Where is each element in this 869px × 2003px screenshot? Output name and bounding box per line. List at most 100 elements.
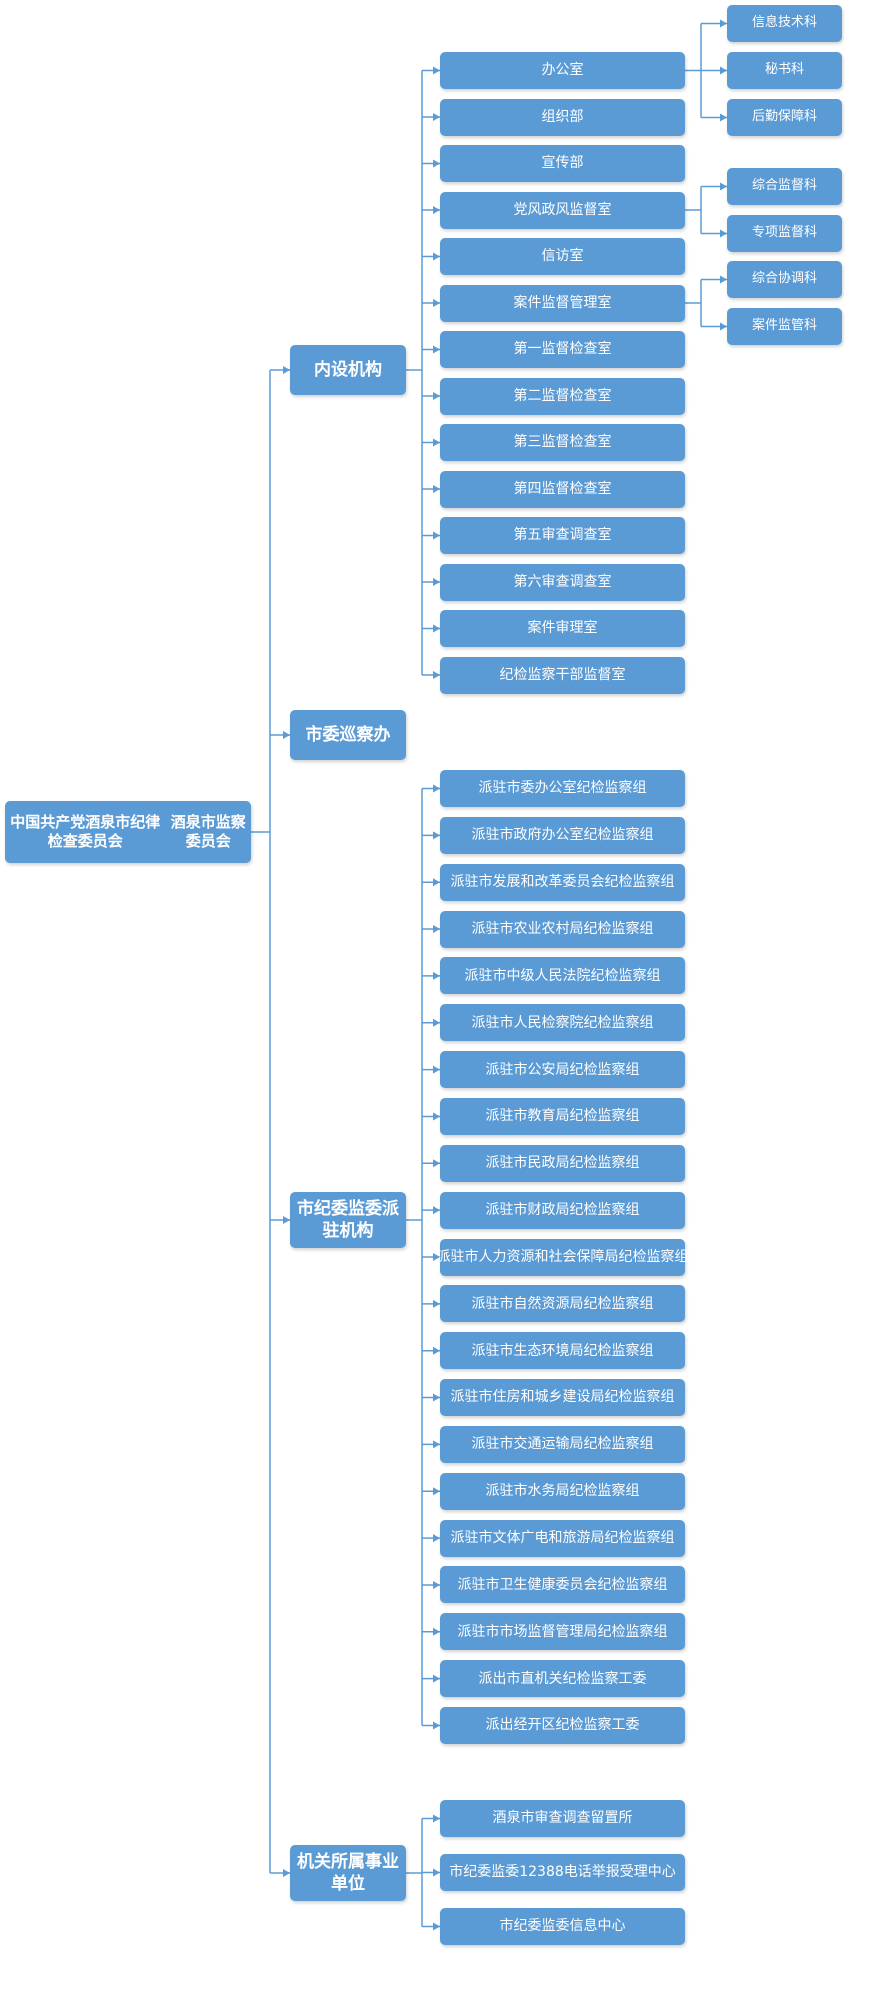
connector-arrow [433, 1627, 440, 1636]
unit-node: 派驻市公安局纪检监察组 [440, 1051, 685, 1089]
unit-node: 第三监督检查室 [440, 424, 685, 461]
unit-node: 派驻市政府办公室纪检监察组 [440, 816, 685, 854]
branch-node-3: 市纪委监委派驻机构 [290, 1192, 406, 1248]
unit-node: 派驻市文体广电和旅游局纪检监察组 [440, 1519, 685, 1557]
connector-arrow [433, 1440, 440, 1449]
connector-arrow [433, 1346, 440, 1355]
unit-node: 派出市直机关纪检监察工委 [440, 1660, 685, 1698]
unit-node: 派驻市交通运输局纪检监察组 [440, 1425, 685, 1463]
connector-arrow [433, 971, 440, 980]
unit-node: 组织部 [440, 98, 685, 136]
connector-arrow [433, 392, 440, 400]
connector-arrow [433, 113, 440, 121]
unit-node: 派驻市自然资源局纪检监察组 [440, 1285, 685, 1323]
connector-arrow [433, 578, 440, 586]
branch-node-1: 内设机构 [290, 345, 406, 395]
connector-arrow [283, 1869, 290, 1877]
unit-node: 派驻市生态环境局纪检监察组 [440, 1332, 685, 1370]
connector-arrow [720, 275, 727, 284]
section-node: 综合监督科 [727, 168, 842, 205]
unit-node: 派驻市卫生健康委员会纪检监察组 [440, 1566, 685, 1604]
unit-node: 第六审查调查室 [440, 563, 685, 601]
section-node: 综合协调科 [727, 261, 842, 298]
unit-node: 派驻市发展和改革委员会纪检监察组 [440, 863, 685, 901]
unit-node: 信访室 [440, 238, 685, 275]
connector-arrow [433, 159, 440, 168]
connector-arrow [433, 1721, 440, 1730]
root-title-line1: 中国共产党酒泉市纪律检查委员会 [10, 812, 161, 851]
unit-node: 派驻市教育局纪检监察组 [440, 1097, 685, 1135]
branch-node-4: 机关所属事业单位 [290, 1845, 406, 1901]
section-node: 案件监管科 [727, 308, 842, 345]
connector-arrow [433, 1580, 440, 1589]
connector-arrow [433, 1159, 440, 1168]
connector-arrow [433, 671, 440, 679]
connector-arrow [433, 1206, 440, 1215]
unit-node: 派驻市人民检察院纪检监察组 [440, 1004, 685, 1042]
connector-arrow [433, 1922, 440, 1931]
unit-node: 第一监督检查室 [440, 331, 685, 368]
unit-node: 党风政风监督室 [440, 191, 685, 229]
unit-node: 派驻市市场监督管理局纪检监察组 [440, 1613, 685, 1651]
connector-arrow [433, 925, 440, 934]
unit-node: 酒泉市审查调查留置所 [440, 1800, 685, 1837]
connector-arrow [433, 878, 440, 887]
connector-arrow [720, 19, 727, 28]
connector-arrow [433, 1065, 440, 1074]
connector-arrow [720, 229, 727, 238]
connector-arrow [433, 1112, 440, 1121]
unit-node: 市纪委监委12388电话举报受理中心 [440, 1854, 685, 1891]
connector-arrow [433, 1253, 440, 1261]
connector-arrow [433, 1868, 440, 1877]
section-node: 后勤保障科 [727, 99, 842, 136]
root-title-line2: 酒泉市监察委员会 [170, 812, 246, 851]
unit-node: 派驻市民政局纪检监察组 [440, 1144, 685, 1182]
connector-arrow [433, 1018, 440, 1027]
connector-arrow [433, 1674, 440, 1683]
unit-node: 第五审查调查室 [440, 517, 685, 554]
connector-arrow [433, 438, 440, 447]
unit-node: 派驻市水务局纪检监察组 [440, 1472, 685, 1510]
unit-node: 案件审理室 [440, 610, 685, 647]
unit-node: 派驻市委办公室纪检监察组 [440, 770, 685, 807]
unit-node: 派驻市住房和城乡建设局纪检监察组 [440, 1379, 685, 1417]
unit-node: 派出经开区纪检监察工委 [440, 1707, 685, 1744]
connector-arrow [433, 345, 440, 354]
unit-node: 宣传部 [440, 145, 685, 182]
connector-arrow [720, 182, 727, 191]
connector-arrow [433, 1393, 440, 1402]
section-node: 信息技术科 [727, 5, 842, 42]
unit-node: 派驻市财政局纪检监察组 [440, 1191, 685, 1229]
connector-arrow [283, 366, 290, 374]
connector-arrow [433, 252, 440, 261]
unit-node: 派驻市中级人民法院纪检监察组 [440, 957, 685, 995]
unit-node: 纪检监察干部监督室 [440, 656, 685, 694]
section-node: 秘书科 [727, 52, 842, 89]
unit-node: 案件监督管理室 [440, 284, 685, 322]
unit-node: 派驻市人力资源和社会保障局纪检监察组 [437, 1238, 689, 1276]
connector-arrow [433, 1534, 440, 1543]
unit-node: 办公室 [440, 52, 685, 89]
connector-arrow [433, 1487, 440, 1496]
unit-node: 第二监督检查室 [440, 377, 685, 415]
unit-node: 第四监督检查室 [440, 470, 685, 508]
root-node: 中国共产党酒泉市纪律检查委员会酒泉市监察委员会 [5, 801, 251, 863]
connector-arrow [433, 485, 440, 493]
connector-arrow [433, 531, 440, 540]
connector-arrow [720, 66, 727, 75]
connector-arrow [433, 624, 440, 633]
connector-arrow [720, 113, 727, 122]
unit-node: 市纪委监委信息中心 [440, 1908, 685, 1945]
connector-arrow [433, 66, 440, 75]
connector-arrow [433, 831, 440, 840]
connector-arrow [433, 1814, 440, 1823]
connector-arrow [720, 322, 727, 331]
connector-arrow [433, 299, 440, 307]
branch-node-2: 市委巡察办 [290, 710, 406, 760]
connector-arrow [433, 1299, 440, 1308]
connector-arrow [283, 731, 290, 739]
unit-node: 派驻市农业农村局纪检监察组 [440, 910, 685, 948]
section-node: 专项监督科 [727, 215, 842, 252]
